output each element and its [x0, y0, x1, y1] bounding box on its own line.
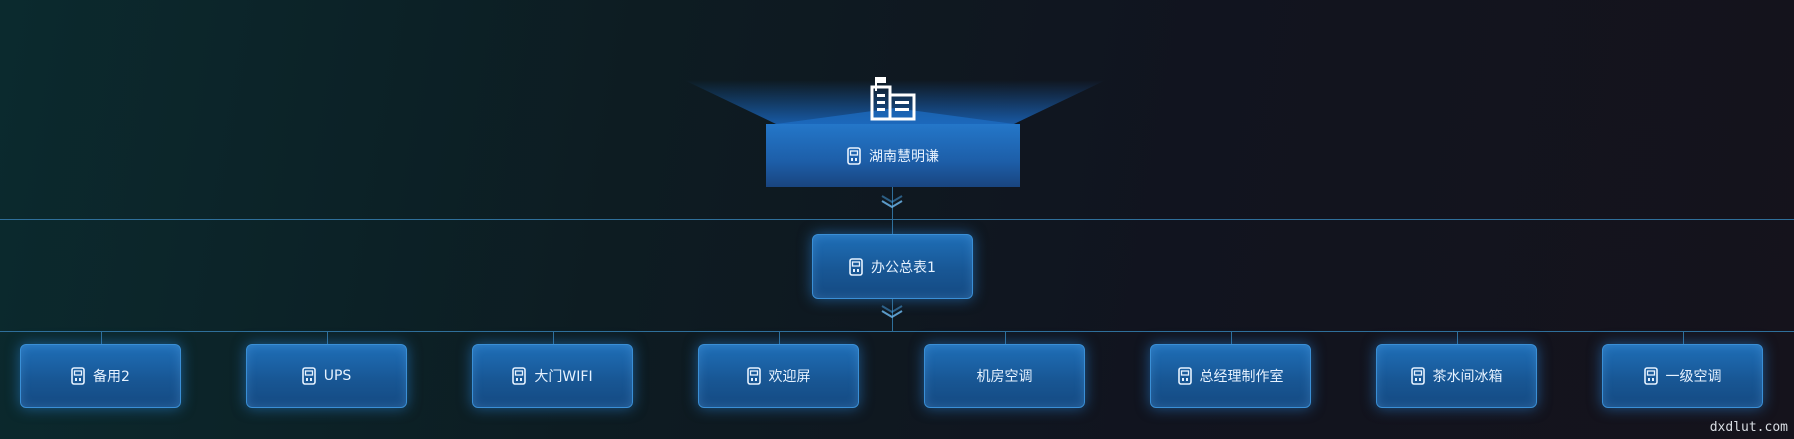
meter-icon [512, 367, 527, 385]
connector-child [101, 331, 102, 344]
meter-icon [1410, 367, 1425, 385]
level1-node[interactable]: 办公总表1 [812, 234, 973, 299]
connector-child [553, 331, 554, 344]
meter-icon [1643, 367, 1658, 385]
root-node[interactable]: 湖南慧明谦 [766, 124, 1020, 187]
connector-child [1683, 331, 1684, 344]
child-node-label: 茶水间冰箱 [1432, 369, 1503, 385]
connector-child [779, 331, 780, 344]
chevron-down-icon [881, 305, 903, 319]
building-icon [870, 77, 916, 121]
child-node-label: 备用2 [93, 369, 130, 385]
meter-icon [746, 367, 761, 385]
child-node-label: 欢迎屏 [768, 369, 811, 385]
level1-rail [0, 219, 1794, 220]
connector-child [1005, 331, 1006, 344]
connector-child [327, 331, 328, 344]
child-node-label: UPS [323, 368, 352, 384]
level1-node-label: 办公总表1 [871, 259, 936, 276]
child-node[interactable]: 机房空调 [924, 344, 1085, 408]
child-node[interactable]: 总经理制作室 [1150, 344, 1311, 408]
child-node-label: 总经理制作室 [1199, 369, 1284, 385]
children-rail [0, 331, 1794, 332]
connector-root [892, 187, 893, 235]
child-node-label: 机房空调 [976, 369, 1033, 385]
child-node[interactable]: 茶水间冰箱 [1376, 344, 1537, 408]
child-node[interactable]: 一级空调 [1602, 344, 1763, 408]
meter-icon [301, 367, 316, 385]
watermark: dxdlut.com [1709, 420, 1788, 435]
child-node[interactable]: 大门WIFI [472, 344, 633, 408]
root-node-label: 湖南慧明谦 [869, 148, 939, 165]
connector-level1 [892, 299, 893, 331]
connector-child [1231, 331, 1232, 344]
connector-child [1457, 331, 1458, 344]
meter-icon [71, 367, 85, 385]
child-node-label: 一级空调 [1665, 369, 1722, 385]
child-node[interactable]: 欢迎屏 [698, 344, 859, 408]
meter-icon [1177, 367, 1192, 385]
chevron-down-icon [881, 195, 903, 209]
meter-icon [847, 146, 861, 165]
meter-icon [849, 257, 863, 276]
child-node-label: 大门WIFI [534, 369, 593, 385]
child-node[interactable]: UPS [246, 344, 407, 408]
child-node[interactable]: 备用2 [20, 344, 181, 408]
